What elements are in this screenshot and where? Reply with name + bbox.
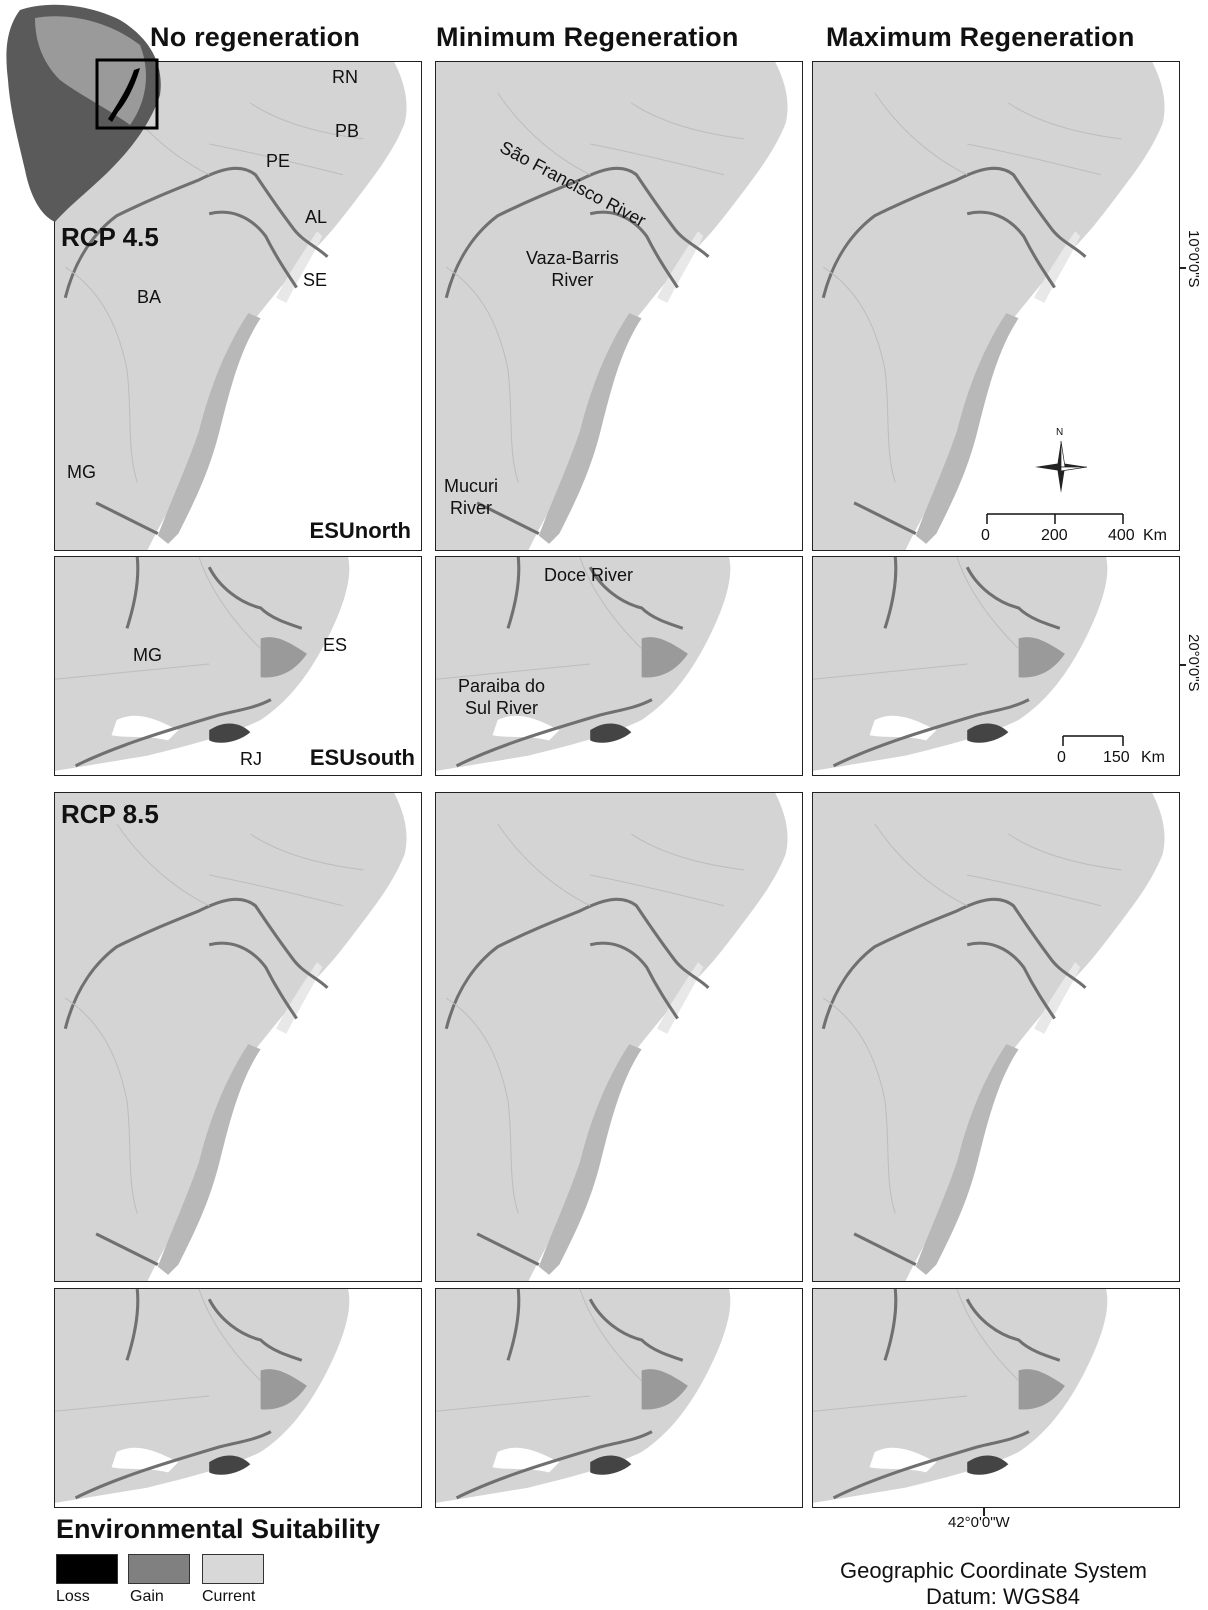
river-label-vaza-barris: Vaza-Barris River <box>526 247 619 291</box>
legend-swatch-current <box>202 1554 264 1584</box>
legend-label-gain: Gain <box>130 1588 164 1605</box>
river-label-doce: Doce River <box>544 565 634 585</box>
map-panel-rcp85-south-min <box>435 1288 803 1508</box>
state-label-mg-south: MG <box>133 645 162 665</box>
state-label-pe: PE <box>266 151 291 171</box>
coordinate-lat-10: 10°0'0"S <box>1185 230 1202 288</box>
river-label-paraiba: Paraiba do Sul River <box>458 675 545 719</box>
scenario-label-rcp85: RCP 8.5 <box>61 799 159 829</box>
legend-label-current: Current <box>202 1588 256 1605</box>
coordinate-lon-42: 42°0'0"W <box>948 1514 1010 1531</box>
projection-line2: Datum: WGS84 <box>926 1584 1081 1609</box>
map-panel-rcp85-south-max <box>812 1288 1180 1508</box>
column-title-no-regeneration: No regeneration <box>150 22 361 52</box>
coordinate-lat-20-tick <box>1180 664 1186 666</box>
river-label-mucuri: Mucuri River <box>444 475 498 519</box>
south-america-inset-map <box>6 4 161 222</box>
state-label-pb: PB <box>335 121 360 141</box>
state-label-mg-north: MG <box>67 462 96 482</box>
legend-swatch-gain <box>128 1554 190 1584</box>
map-panel-rcp85-south-none <box>54 1288 422 1508</box>
state-label-rn: RN <box>332 67 358 87</box>
coordinate-lat-10-tick <box>1180 267 1186 269</box>
river-label-mucuri-line2: River <box>450 498 493 518</box>
river-label-vaza-barris-line2: River <box>551 270 594 290</box>
map-panel-rcp45-south-min: Doce River Paraiba do Sul River <box>435 556 803 776</box>
scenario-label-rcp45: RCP 4.5 <box>61 222 159 252</box>
scale-tick-north-200: 200 <box>1041 527 1068 544</box>
map-panel-rcp45-north-max: N 0 200 400 Km <box>812 61 1180 551</box>
region-label-esusouth: ESUsouth <box>309 745 415 770</box>
map-panel-rcp45-south-max: 0 150 Km <box>812 556 1180 776</box>
region-label-esunorth: ESUnorth <box>309 518 411 543</box>
state-label-se: SE <box>303 270 328 290</box>
map-panel-rcp85-north-min <box>435 792 803 1282</box>
river-label-paraiba-line1: Paraiba do <box>458 676 546 696</box>
river-label-paraiba-line2: Sul River <box>465 698 539 718</box>
legend-title: Environmental Suitability <box>56 1514 381 1544</box>
scale-unit-south: Km <box>1141 749 1165 766</box>
map-panel-rcp45-south-none: MG ES RJ ESUsouth <box>54 556 422 776</box>
scale-tick-south-0: 0 <box>1057 749 1066 766</box>
scale-tick-north-400: 400 <box>1108 527 1135 544</box>
legend-swatch-loss <box>56 1554 118 1584</box>
map-panel-rcp45-north-min: São Francisco River Vaza-Barris River Mu… <box>435 61 803 551</box>
map-panel-rcp85-north-max <box>812 792 1180 1282</box>
legend-label-loss: Loss <box>56 1588 90 1605</box>
state-label-ba: BA <box>137 287 162 307</box>
scale-bar-north <box>986 513 1124 524</box>
coordinate-lat-20: 20°0'0"S <box>1185 634 1202 692</box>
river-label-mucuri-line1: Mucuri <box>444 476 499 496</box>
scale-bar-south <box>1062 735 1124 746</box>
north-arrow-label: N <box>1056 427 1064 438</box>
river-label-vaza-barris-line1: Vaza-Barris <box>526 248 619 268</box>
projection-line1: Geographic Coordinate System <box>840 1558 1147 1583</box>
column-title-maximum-regeneration: Maximum Regeneration <box>826 22 1135 52</box>
state-label-al: AL <box>305 207 328 227</box>
north-arrow-icon <box>1035 440 1088 493</box>
map-panel-rcp85-north-none: RCP 8.5 <box>54 792 422 1282</box>
scale-tick-north-0: 0 <box>981 527 990 544</box>
state-label-es: ES <box>323 635 348 655</box>
column-title-minimum-regeneration: Minimum Regeneration <box>436 22 739 52</box>
state-label-rj: RJ <box>240 749 262 769</box>
coordinate-lon-42-tick <box>983 1508 985 1516</box>
scale-tick-south-150: 150 <box>1103 749 1130 766</box>
scale-unit-north: Km <box>1143 527 1167 544</box>
